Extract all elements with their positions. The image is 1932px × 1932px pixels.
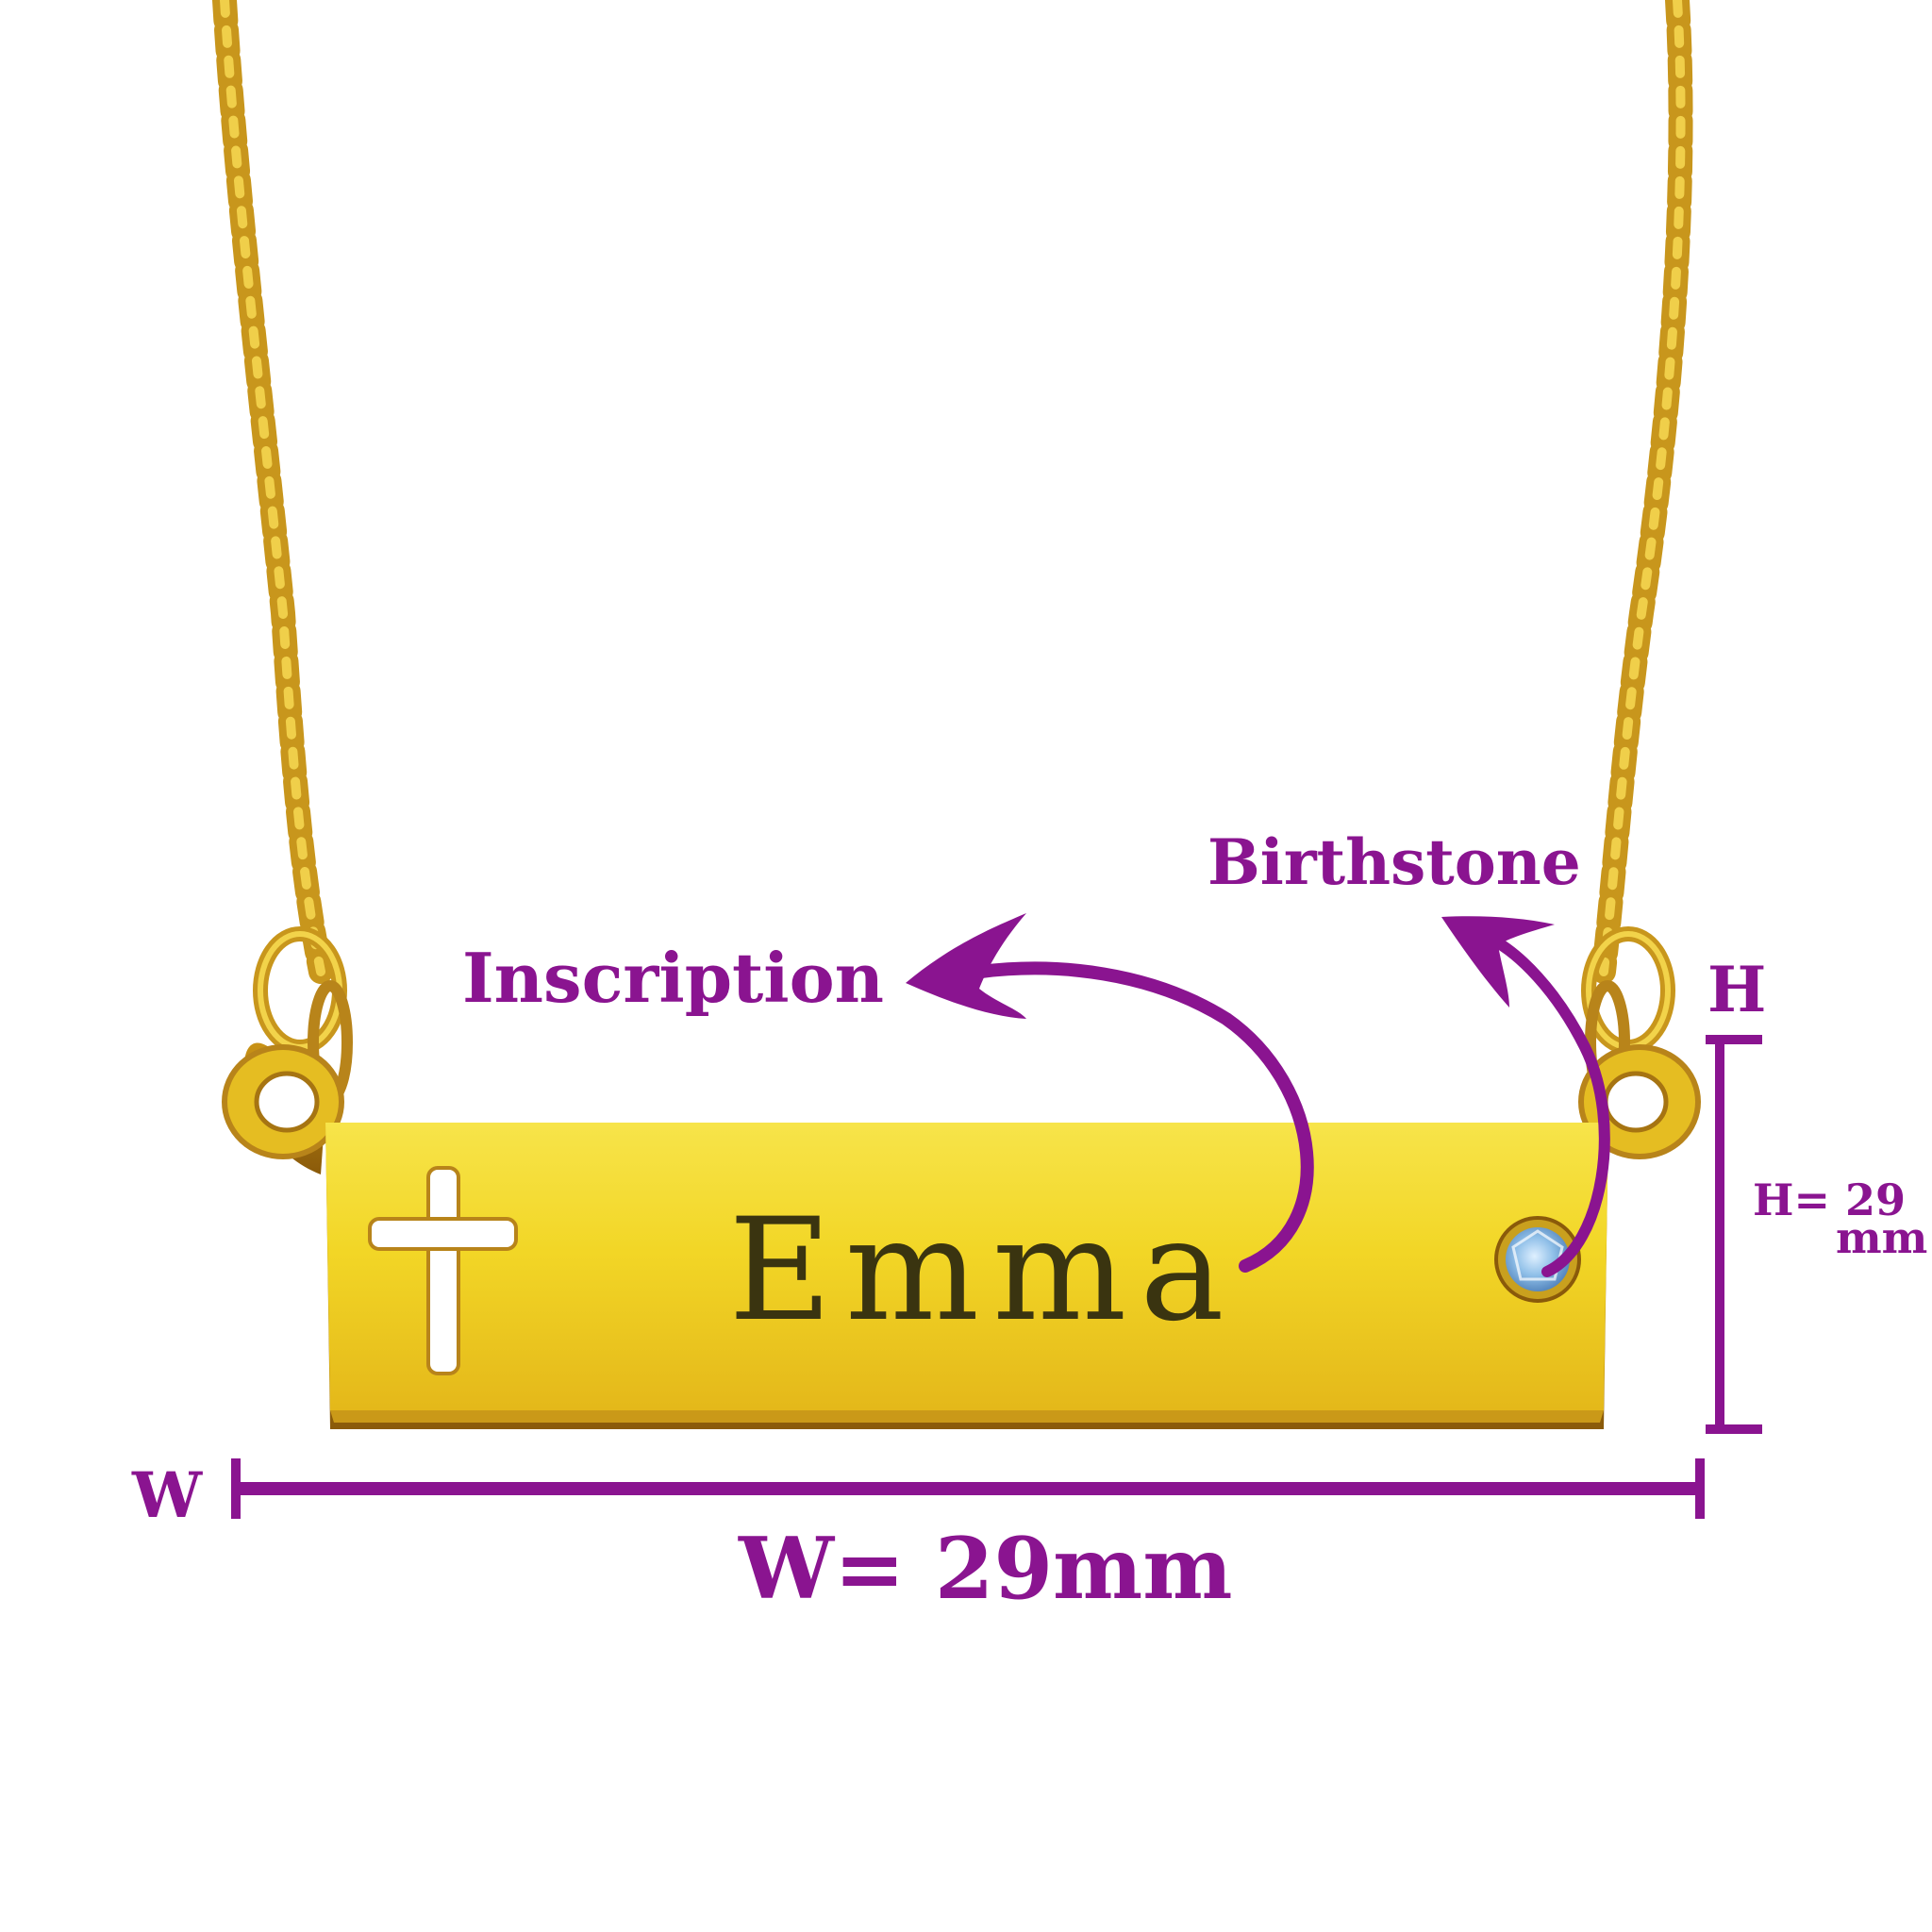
width-value-label: W= 29mm (738, 1519, 1233, 1619)
height-value-label: H= 29 (1753, 1174, 1906, 1225)
chain-right (1591, 0, 1693, 984)
height-unit-label: mm (1836, 1212, 1927, 1263)
birthstone-arrow (1441, 916, 1610, 1277)
inscription-label: Inscription (462, 938, 884, 1018)
birthstone-gem-icon (1494, 1216, 1581, 1303)
width-dimension (231, 1458, 1705, 1519)
birthstone-label: Birthstone (1208, 825, 1581, 899)
engraved-name: Emma (728, 1189, 1237, 1353)
height-marker-label: H (1707, 953, 1766, 1026)
cross-icon (368, 1166, 518, 1375)
inscription-arrow (906, 913, 1314, 1273)
pendant-bar: Emma (222, 1042, 1701, 1429)
width-marker-label: W (131, 1458, 203, 1532)
chain-left (212, 0, 333, 984)
height-dimension (1706, 1035, 1762, 1434)
